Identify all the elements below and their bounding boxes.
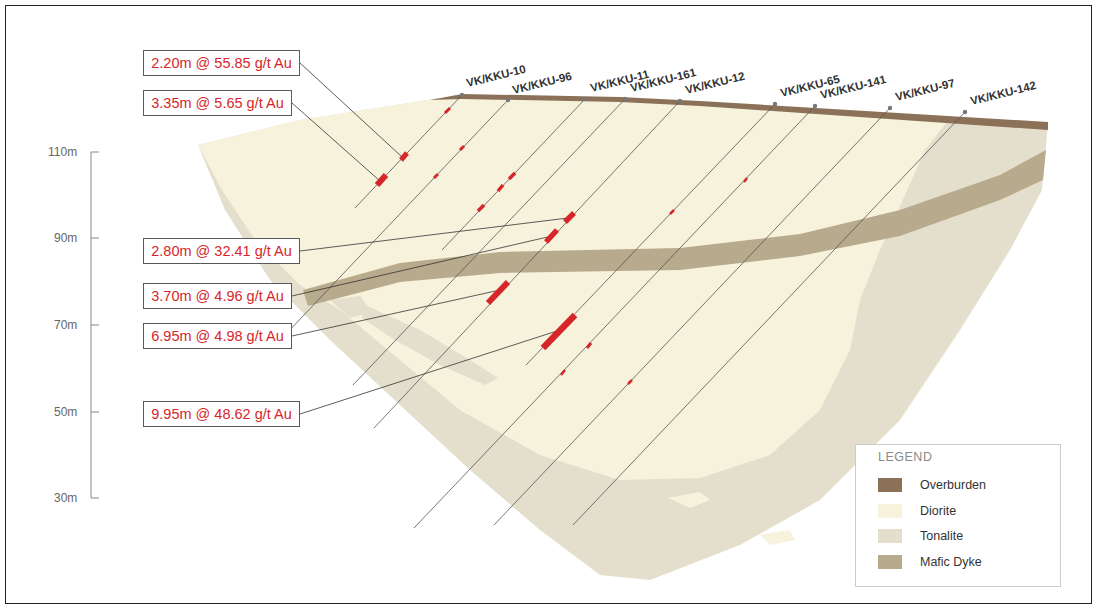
drill-hole [573, 112, 965, 525]
legend-swatch [878, 529, 902, 543]
overburden [430, 94, 1048, 130]
drill-hole [526, 104, 775, 365]
callout-box: 6.95m @ 4.98 g/t Au [143, 323, 292, 349]
callout-box: 9.95m @ 48.62 g/t Au [143, 401, 300, 427]
callout-box: 3.70m @ 4.96 g/t Au [143, 283, 292, 309]
tonalite [198, 98, 1048, 580]
leader-line [292, 236, 552, 296]
drillhole-name: VK/KKU-97 [894, 77, 956, 103]
callout-box: 2.20m @ 55.85 g/t Au [143, 50, 300, 76]
drill-hole [494, 108, 890, 525]
diorite-streak [668, 492, 710, 508]
drillhole-name: VK/KKU-142 [969, 79, 1037, 107]
legend-row: Overburden [878, 478, 986, 492]
legend-text: Mafic Dyke [920, 555, 982, 569]
legend-swatch [878, 504, 902, 518]
tonalite-streak [330, 296, 372, 318]
leader-line [300, 218, 568, 251]
leader-line [300, 63, 401, 156]
grade-text: 3.35m @ 5.65 g/t Au [151, 95, 283, 111]
callout-box: 2.80m @ 32.41 g/t Au [143, 238, 300, 264]
leader-line [300, 330, 560, 414]
grade-text: 6.95m @ 4.98 g/t Au [151, 328, 283, 344]
scale-label: 110m [48, 145, 77, 159]
frame [6, 6, 1092, 604]
drill-hole [285, 100, 508, 335]
scale-label: 30m [54, 491, 77, 505]
scale-bar [91, 152, 99, 498]
leader-line [292, 290, 500, 336]
scale-label: 70m [54, 318, 77, 332]
grade-text: 3.70m @ 4.96 g/t Au [151, 288, 283, 304]
grade-text: 9.95m @ 48.62 g/t Au [151, 406, 291, 422]
leader-line [292, 103, 380, 181]
legend-text: Diorite [920, 504, 956, 518]
legend-row: Tonalite [878, 529, 963, 543]
drill-hole [353, 99, 625, 385]
diorite-streak [760, 530, 795, 545]
legend-swatch [878, 478, 902, 492]
drill-hole [442, 99, 585, 250]
grade-text: 2.80m @ 32.41 g/t Au [151, 243, 291, 259]
drill-hole [414, 106, 815, 528]
legend-row: Diorite [878, 504, 956, 518]
intercepts [377, 108, 747, 384]
legend-title: LEGEND [878, 450, 932, 464]
drill-hole [374, 101, 680, 428]
callout-box: 3.35m @ 5.65 g/t Au [143, 90, 292, 116]
grade-text: 2.20m @ 55.85 g/t Au [151, 55, 291, 71]
mafic-dyke [303, 150, 1046, 306]
collars [460, 93, 967, 114]
legend-text: Overburden [920, 478, 986, 492]
legend-box [856, 445, 1061, 587]
legend-row: Mafic Dyke [878, 555, 982, 569]
drill-hole [355, 95, 462, 208]
scale-label: 90m [54, 231, 77, 245]
scale-label: 50m [54, 405, 77, 419]
legend-text: Tonalite [920, 529, 963, 543]
legend-swatch [878, 555, 902, 569]
